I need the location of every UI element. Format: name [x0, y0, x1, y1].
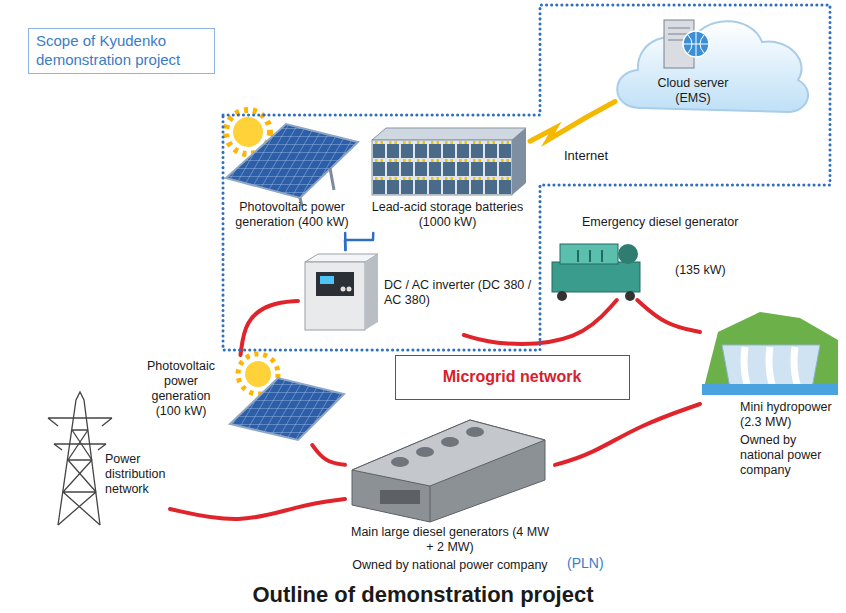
generator-icon — [552, 244, 640, 301]
cloud-server: Cloud server (EMS) — [615, 8, 815, 118]
inverter: DC / AC inverter (DC 380 / AC 380) — [298, 250, 535, 335]
pv-array: Photovoltaic power generation (100 kW) — [138, 355, 343, 445]
diagram-title: Outline of demonstration project — [0, 582, 846, 608]
hydropower-icon — [702, 312, 838, 395]
power-line — [241, 301, 299, 355]
owner-label: (PLN) — [567, 555, 627, 572]
battery-bank: Lead-acid storage batteries (1000 kW) — [365, 125, 530, 233]
power-line — [312, 445, 345, 465]
caption-text: Emergency diesel generator — [582, 215, 750, 230]
caption-text: (135 kW) — [675, 263, 750, 278]
power-line — [170, 499, 345, 519]
solar-panel-icon — [226, 124, 358, 206]
solar-panel-icon — [230, 378, 344, 440]
emergency-generator: Emergency diesel generator (135 kW) — [545, 215, 750, 300]
power-grid: Power distribution network — [35, 390, 170, 530]
caption-text: Power distribution network — [103, 452, 169, 497]
caption-text: Owned by national power company — [345, 558, 555, 573]
caption-text: Owned by national power company — [740, 433, 838, 478]
main-diesel: Main large diesel generators (4 MW + 2 M… — [345, 405, 555, 576]
caption-text: Lead-acid storage batteries (1000 kW) — [365, 200, 530, 230]
battery-bank-icon — [372, 128, 526, 195]
power-line — [464, 300, 617, 344]
scope-region: Scope of Kyudenko demonstration projectC… — [223, 5, 830, 350]
power-line — [345, 233, 373, 250]
power-line — [555, 404, 700, 465]
caption-text: Main large diesel generators (4 MW + 2 M… — [350, 525, 550, 555]
cloud-icon — [617, 21, 808, 112]
region-outline — [223, 5, 830, 350]
diesel-engine-icon — [352, 420, 545, 522]
caption-text: Photovoltaic power generation (100 kW) — [138, 359, 224, 419]
caption-text: Photovoltaic power generation (400 kW) — [222, 200, 362, 230]
caption-text: Cloud server (EMS) — [651, 76, 735, 106]
scope-label: Scope of Kyudenko demonstration project — [28, 28, 215, 74]
dotted-outline — [223, 5, 830, 350]
link-label: Internet — [562, 148, 610, 164]
caption-text: Microgrid network — [396, 367, 628, 386]
internet-link — [530, 102, 615, 142]
inverter-icon — [305, 254, 378, 330]
caption-text: DC / AC inverter (DC 380 / AC 380) — [384, 278, 534, 308]
microgrid-box: Microgrid network — [395, 355, 630, 400]
caption-text: Mini hydropower (2.3 MW) — [740, 400, 838, 430]
pv-array: Photovoltaic power generation (400 kW) — [222, 120, 362, 233]
power-line — [637, 300, 700, 332]
server-icon — [664, 20, 709, 68]
hydropower: Mini hydropower (2.3 MW)Owned by nationa… — [700, 305, 840, 485]
